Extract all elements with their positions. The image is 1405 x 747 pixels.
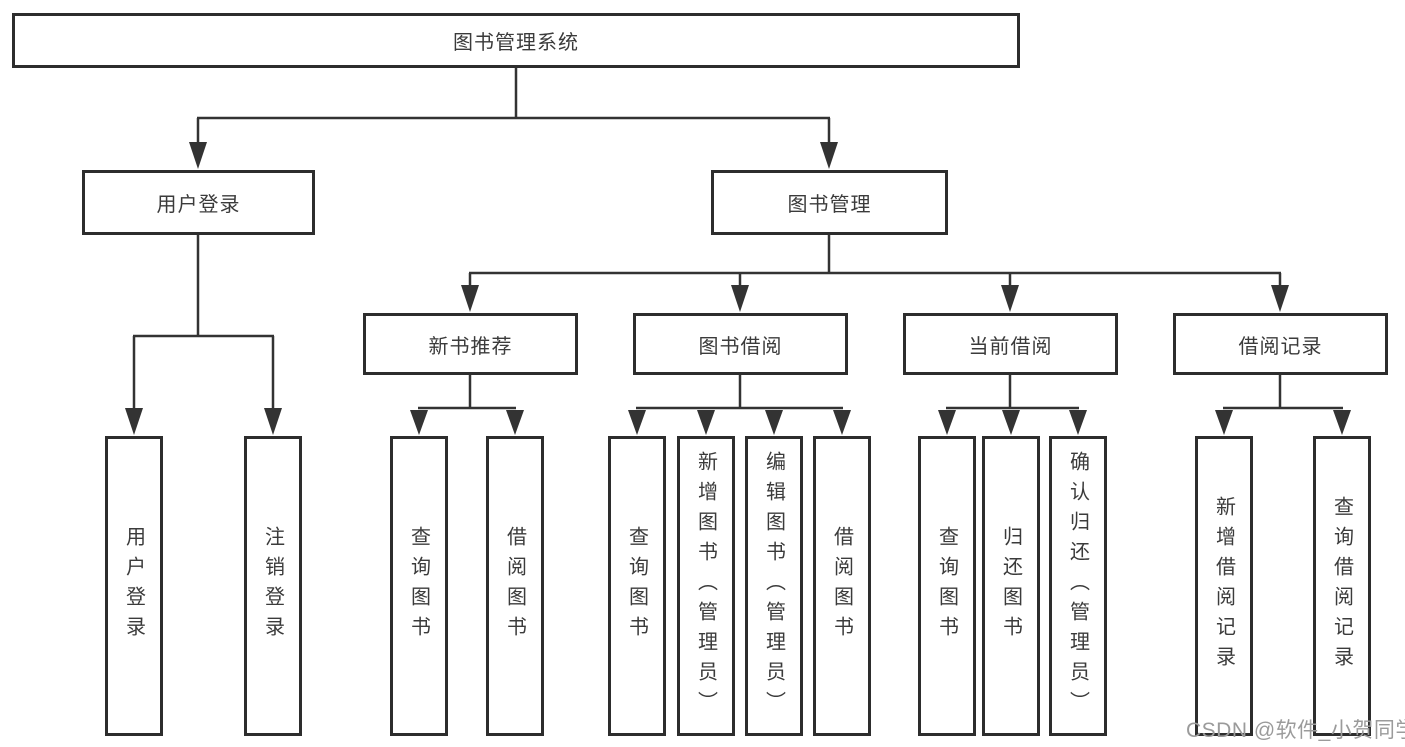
node-book-borrowing: 图书借阅: [633, 313, 848, 375]
node-user-login: 用户登录: [82, 170, 315, 235]
arrowheads: [125, 142, 1351, 435]
leaf-borrow-books-recommend: 借阅图书: [486, 436, 544, 736]
leaf-logout: 注销登录: [244, 436, 302, 736]
node-label: 查询图书: [625, 526, 648, 646]
leaf-query-books-recommend: 查询图书: [390, 436, 448, 736]
node-label: 当前借阅: [968, 335, 1053, 358]
node-label: 图书管理: [787, 194, 872, 216]
node-label: 用户登录: [156, 194, 241, 216]
node-label: 图书借阅: [698, 335, 783, 358]
leaf-add-book-admin: 新增图书（管理员）: [677, 436, 735, 736]
leaf-borrow-books: 借阅图书: [813, 436, 871, 736]
leaf-return-books: 归还图书: [982, 436, 1040, 736]
leaf-edit-book-admin: 编辑图书（管理员）: [745, 436, 803, 736]
node-label: 借阅记录: [1238, 335, 1323, 358]
leaf-query-borrow-record: 查询借阅记录: [1313, 436, 1371, 736]
node-new-book-recommendation: 新书推荐: [363, 313, 578, 375]
node-label: 图书管理系统: [453, 32, 579, 54]
node-library-management-system: 图书管理系统: [12, 13, 1020, 68]
leaf-query-books-borrow: 查询图书: [608, 436, 666, 736]
node-borrowing-records: 借阅记录: [1173, 313, 1388, 375]
node-label: 归还图书: [999, 526, 1022, 646]
node-book-management: 图书管理: [711, 170, 948, 235]
node-label: 借阅图书: [503, 526, 526, 646]
leaf-add-borrow-record: 新增借阅记录: [1195, 436, 1253, 736]
node-current-borrowing: 当前借阅: [903, 313, 1118, 375]
node-label: 新增图书（管理员）: [694, 451, 717, 721]
node-label: 查询图书: [935, 526, 958, 646]
leaf-user-login: 用户登录: [105, 436, 163, 736]
node-label: 查询图书: [407, 526, 430, 646]
node-label: 查询借阅记录: [1330, 496, 1353, 676]
node-label: 借阅图书: [830, 526, 853, 646]
node-label: 新书推荐: [428, 335, 513, 358]
node-label: 确认归还（管理员）: [1066, 451, 1089, 721]
node-label: 新增借阅记录: [1212, 496, 1235, 676]
node-label: 用户登录: [122, 526, 145, 646]
node-label: 编辑图书（管理员）: [762, 451, 785, 721]
leaf-query-books-current: 查询图书: [918, 436, 976, 736]
node-label: 注销登录: [261, 526, 284, 646]
leaf-confirm-return-admin: 确认归还（管理员）: [1049, 436, 1107, 736]
watermark: CSDN @软件_小贺同学: [1186, 719, 1405, 742]
